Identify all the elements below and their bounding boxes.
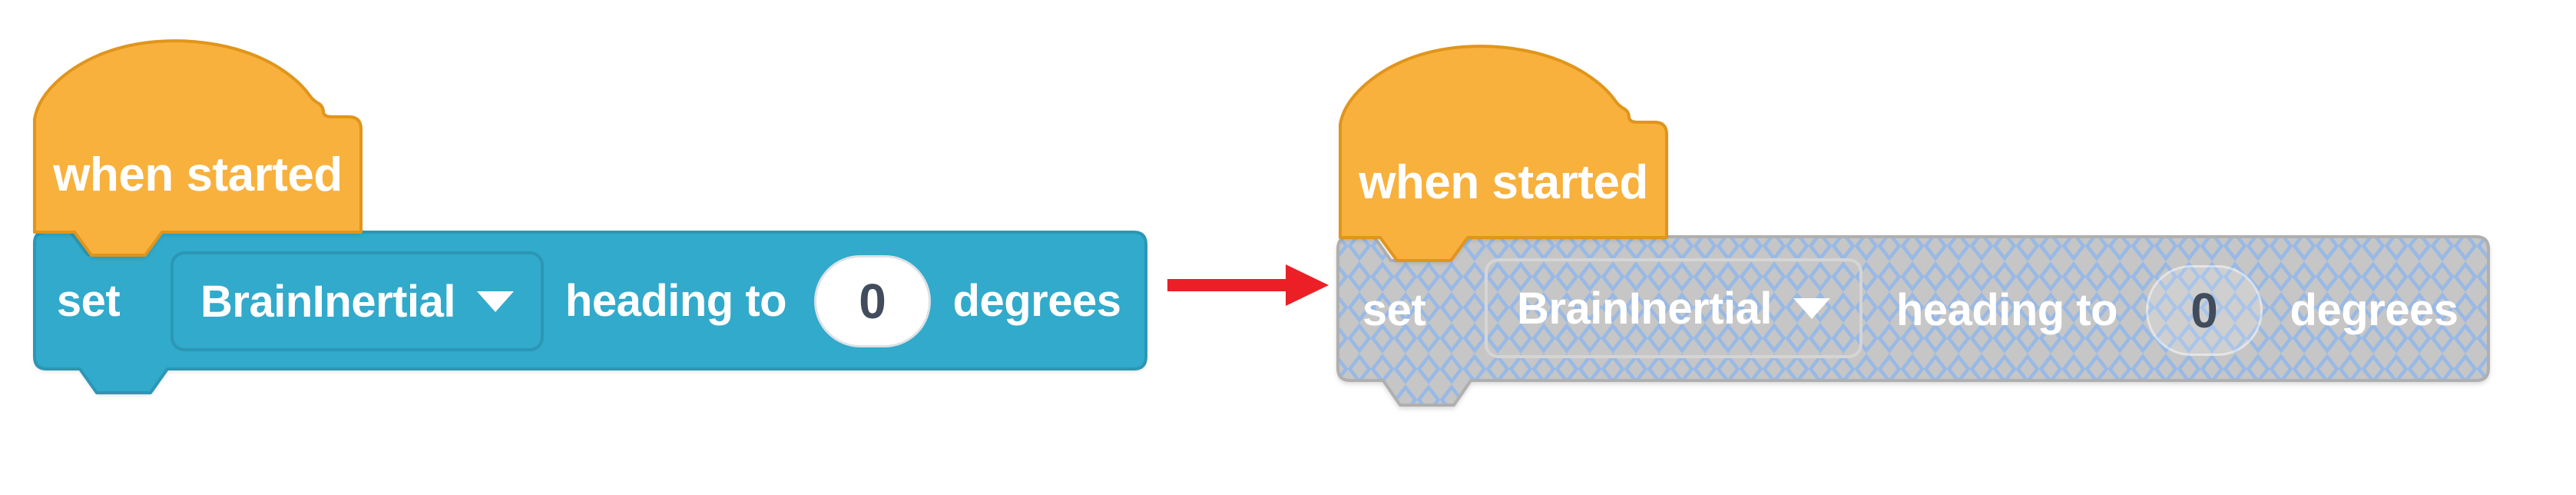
degrees-label-disabled: degrees — [2290, 285, 2458, 335]
degrees-label: degrees — [952, 276, 1121, 326]
device-dropdown-disabled: BrainInertial — [1485, 258, 1862, 358]
heading-to-label: heading to — [565, 276, 787, 326]
arrow-right-icon — [1167, 264, 1329, 306]
heading-value-disabled: 0 — [2190, 283, 2218, 338]
heading-value-input[interactable]: 0 — [814, 255, 931, 347]
hat-label: when started — [53, 148, 343, 201]
when-started-hat-block-right[interactable] — [1340, 46, 1667, 261]
set-label: set — [56, 276, 121, 326]
hat-label-right: when started — [1359, 156, 1648, 209]
heading-to-label-disabled: heading to — [1896, 285, 2118, 335]
device-dropdown-value-disabled: BrainInertial — [1517, 283, 1772, 334]
heading-value-input-disabled: 0 — [2146, 265, 2263, 356]
dropdown-arrow-icon-disabled — [1793, 297, 1830, 319]
dropdown-arrow-icon — [476, 291, 514, 312]
set-label-disabled: set — [1362, 285, 1426, 335]
heading-value: 0 — [859, 274, 886, 329]
device-dropdown-value: BrainInertial — [200, 276, 455, 327]
device-dropdown[interactable]: BrainInertial — [171, 251, 544, 351]
